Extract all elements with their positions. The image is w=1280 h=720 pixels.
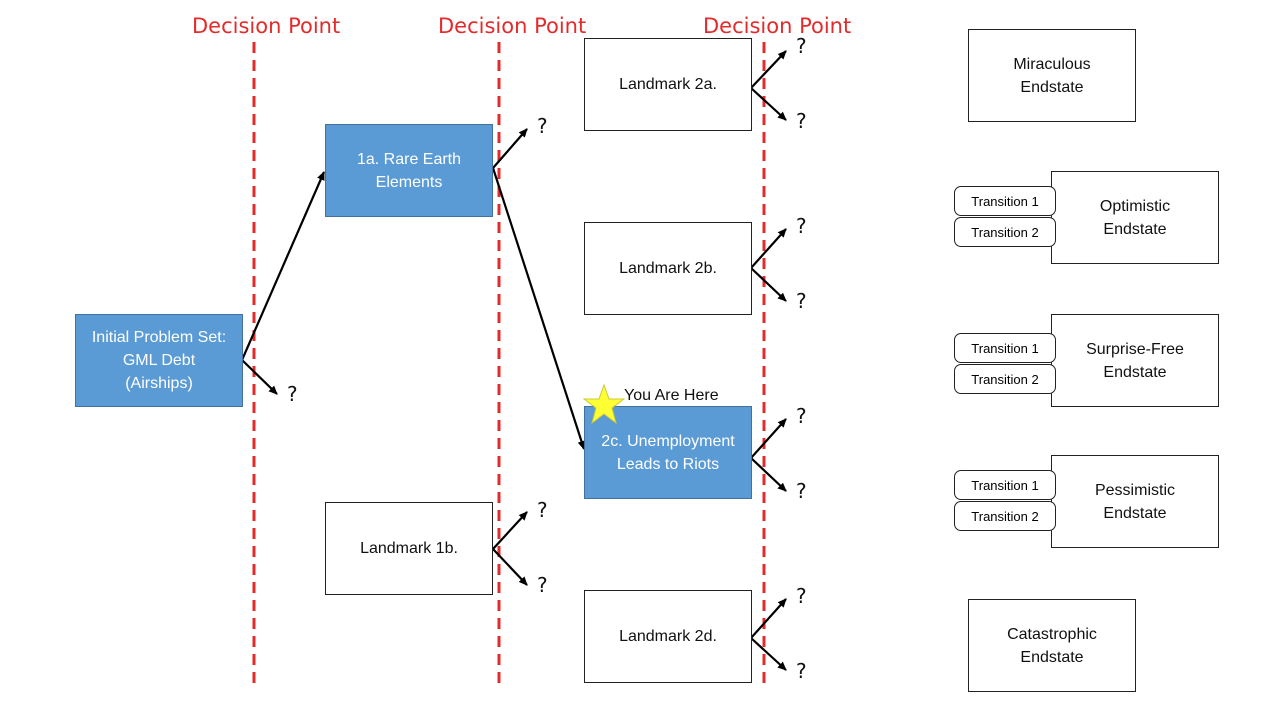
node-landmark-1b[interactable]: Landmark 1b. <box>325 502 493 595</box>
unknown-marker: ? <box>537 114 548 138</box>
unknown-marker: ? <box>796 404 807 428</box>
transition-2-surprise-free[interactable]: Transition 2 <box>954 364 1056 394</box>
unknown-marker: ? <box>796 659 807 683</box>
unknown-marker: ? <box>796 289 807 313</box>
arrow-initial-to-1a <box>240 171 326 361</box>
you-are-here-star-icon <box>583 384 625 425</box>
arrow-2d-up <box>750 598 787 639</box>
you-are-here-label: You Are Here <box>624 387 719 404</box>
node-landmark-2d[interactable]: Landmark 2d. <box>584 590 752 683</box>
node-initial-problem-set[interactable]: Initial Problem Set: GML Debt (Airships) <box>75 314 243 407</box>
decision-point-label-2: Decision Point <box>438 14 587 38</box>
transition-1-pessimistic[interactable]: Transition 1 <box>954 470 1056 500</box>
decision-point-label-1: Decision Point <box>192 14 341 38</box>
unknown-marker: ? <box>537 573 548 597</box>
arrow-2c-down <box>750 457 787 492</box>
endstate-optimistic[interactable]: Optimistic Endstate <box>1051 171 1219 264</box>
endstate-pessimistic[interactable]: Pessimistic Endstate <box>1051 455 1219 548</box>
arrow-1a-to-unknown <box>492 128 528 169</box>
unknown-marker: ? <box>287 382 298 406</box>
arrow-1a-to-2c <box>491 167 586 450</box>
arrow-2b-up <box>750 228 787 269</box>
decision-point-label-3: Decision Point <box>703 14 852 38</box>
node-landmark-2a[interactable]: Landmark 2a. <box>584 38 752 131</box>
unknown-marker: ? <box>796 584 807 608</box>
arrow-2d-down <box>750 637 787 671</box>
endstate-surprise-free[interactable]: Surprise-Free Endstate <box>1051 314 1219 407</box>
endstate-miraculous[interactable]: Miraculous Endstate <box>968 29 1136 122</box>
arrow-1b-up <box>492 511 528 550</box>
unknown-marker: ? <box>796 109 807 133</box>
unknown-marker: ? <box>796 479 807 503</box>
unknown-marker: ? <box>537 498 548 522</box>
arrow-initial-to-unknown <box>241 359 278 395</box>
transition-1-optimistic[interactable]: Transition 1 <box>954 186 1056 216</box>
arrow-2c-up <box>750 418 787 459</box>
arrow-1b-down <box>492 548 528 586</box>
node-landmark-2b[interactable]: Landmark 2b. <box>584 222 752 315</box>
node-landmark-1a[interactable]: 1a. Rare Earth Elements <box>325 124 493 217</box>
arrow-2a-down <box>750 87 787 121</box>
unknown-marker: ? <box>796 34 807 58</box>
arrow-2a-up <box>750 50 787 89</box>
endstate-catastrophic[interactable]: Catastrophic Endstate <box>968 599 1136 692</box>
transition-2-pessimistic[interactable]: Transition 2 <box>954 501 1056 531</box>
node-landmark-2c[interactable]: 2c. Unemployment Leads to Riots <box>584 406 752 499</box>
transition-2-optimistic[interactable]: Transition 2 <box>954 217 1056 247</box>
arrow-2b-down <box>750 267 787 302</box>
unknown-marker: ? <box>796 214 807 238</box>
transition-1-surprise-free[interactable]: Transition 1 <box>954 333 1056 363</box>
